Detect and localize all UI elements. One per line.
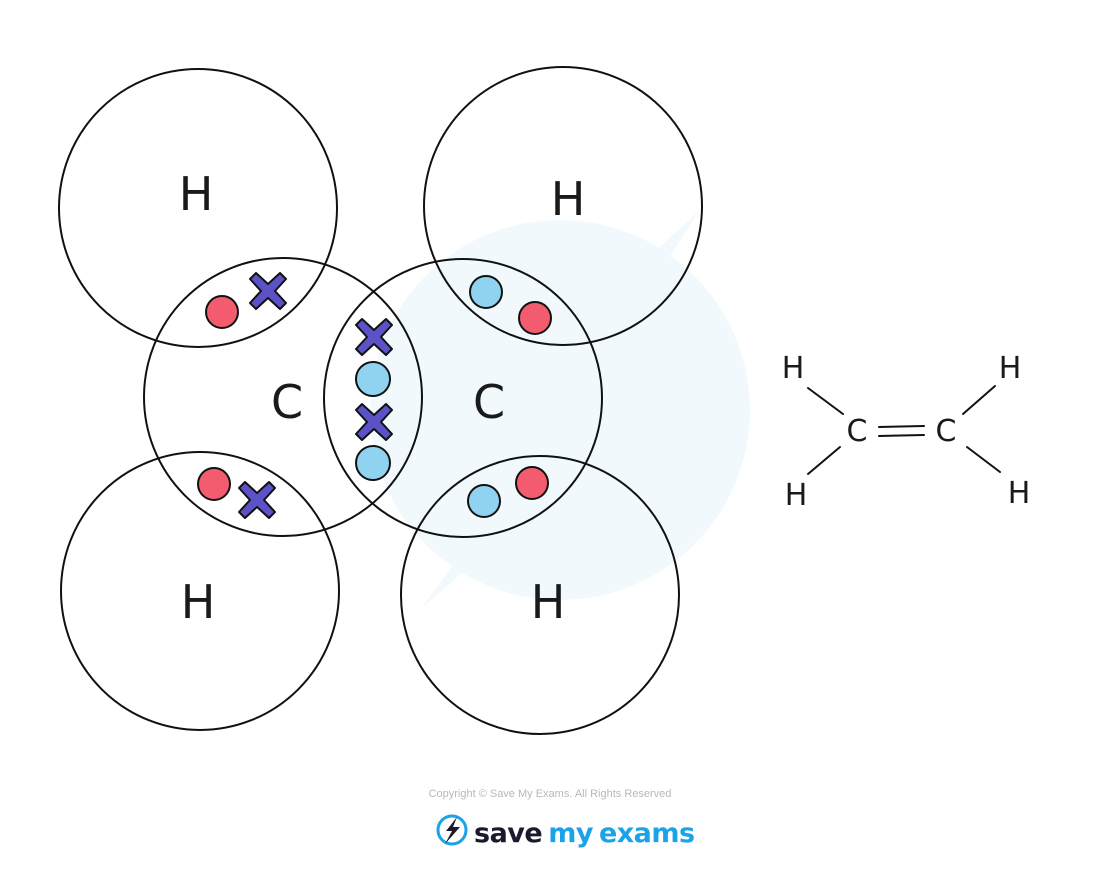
lightning-bolt-icon xyxy=(436,814,468,853)
atom-label-hydrogen-bottom-right: H xyxy=(531,575,566,629)
structural-formula: H H H H C C xyxy=(782,351,1031,513)
copyright-notice: Copyright © Save My Exams. All Rights Re… xyxy=(428,788,672,800)
structure-carbon-right: C xyxy=(936,414,957,449)
brand-word-exams: exams xyxy=(598,817,695,849)
double-bond-line xyxy=(878,434,925,437)
hydrogen-electron-dot xyxy=(518,301,552,335)
brand-word-my: my xyxy=(548,817,593,849)
single-bond-line xyxy=(962,385,996,415)
carbon-electron-dot xyxy=(467,484,501,518)
carbon-shell-left xyxy=(143,257,423,537)
watermark-logo xyxy=(370,210,750,610)
hydrogen-shell-top-right xyxy=(423,66,703,346)
hydrogen-shell-bottom-left xyxy=(60,451,340,731)
carbon-electron-cross xyxy=(249,272,287,310)
carbon-shell-right xyxy=(323,258,603,538)
structure-hydrogen-bottom-right: H xyxy=(1008,476,1031,511)
structure-carbon-left: C xyxy=(847,414,868,449)
structure-hydrogen-top-left: H xyxy=(782,351,805,386)
single-bond-line xyxy=(807,387,844,415)
brand-logo: save my exams xyxy=(436,813,695,853)
atom-label-hydrogen-bottom-left: H xyxy=(181,575,216,629)
hydrogen-shell-bottom-right xyxy=(400,455,680,735)
brand-word-save: save xyxy=(474,817,543,849)
atom-label-carbon-left: C xyxy=(271,375,303,429)
structure-hydrogen-top-right: H xyxy=(999,351,1022,386)
hydrogen-shell-top-left xyxy=(58,68,338,348)
hydrogen-electron-dot xyxy=(197,467,231,501)
carbon-electron-cross xyxy=(355,318,393,356)
single-bond-line xyxy=(966,446,1001,473)
hydrogen-electron-dot xyxy=(515,466,549,500)
carbon-electron-cross xyxy=(238,481,276,519)
hydrogen-electron-dot xyxy=(205,295,239,329)
carbon-electron-cross xyxy=(355,403,393,441)
structure-hydrogen-bottom-left: H xyxy=(785,478,808,513)
carbon-electron-dot xyxy=(355,361,391,397)
atom-label-hydrogen-top-left: H xyxy=(179,167,214,221)
carbon-electron-dot xyxy=(469,275,503,309)
atom-label-hydrogen-top-right: H xyxy=(551,172,586,226)
double-bond-line xyxy=(878,425,925,428)
carbon-electron-dot xyxy=(355,445,391,481)
atom-label-carbon-right: C xyxy=(473,375,505,429)
single-bond-line xyxy=(807,446,841,475)
